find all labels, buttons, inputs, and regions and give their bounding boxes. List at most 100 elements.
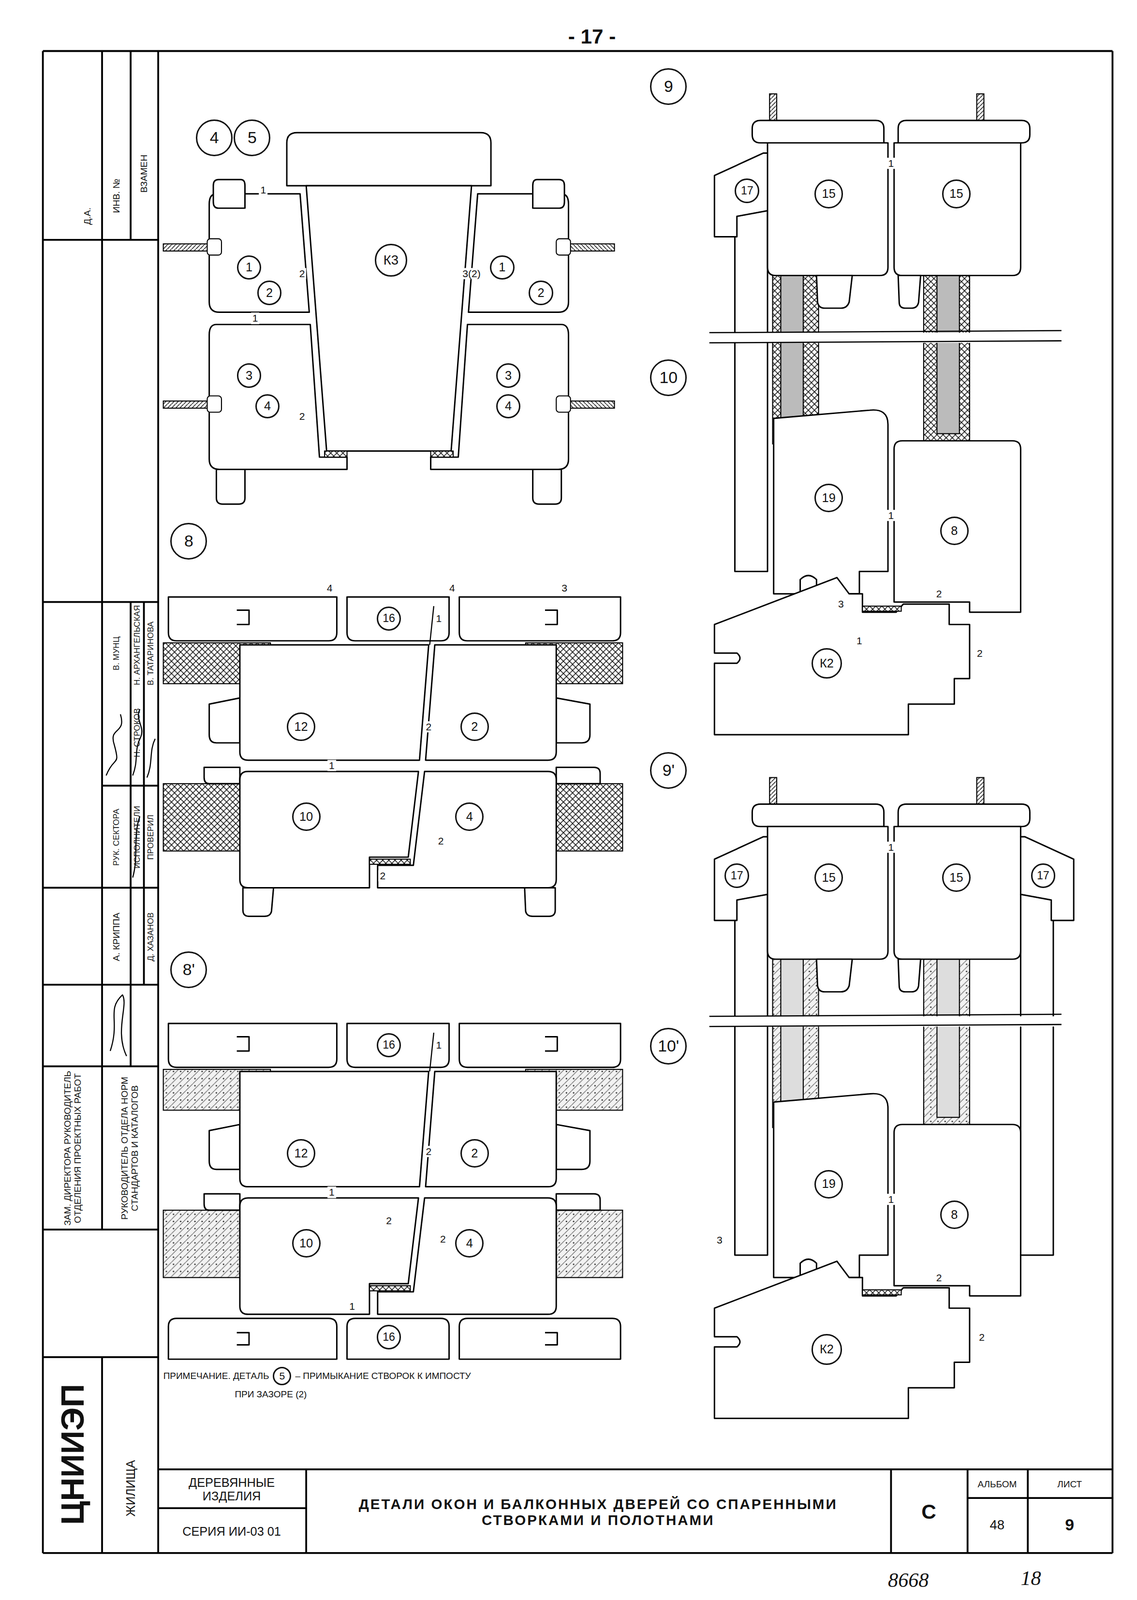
title-block-cell: С [921,1500,936,1523]
frame-line [43,1065,159,1068]
signer-name: Н. АРХАНГЕЛЬСКАЯ [132,605,142,686]
part-number-text: 19 [822,1177,836,1190]
title-block-cell: 9 [1064,1515,1075,1535]
part-number-text: 16 [382,1331,396,1343]
sealant-strip [369,1285,411,1291]
profile-outline [209,193,310,313]
profile-outline [239,1071,429,1187]
frame-line [157,50,160,1553]
break-gap [709,332,1062,343]
dimension-label: 2 [297,410,307,423]
profile-outline [752,120,884,143]
part-number: 1 [236,255,262,281]
profile-outline [425,1071,557,1187]
page-number: - 17 - [568,25,616,48]
dimension-label: 1 [259,184,268,196]
part-number-text: 15 [949,871,963,884]
profile-outline [816,959,853,992]
dimension-label: 2 [934,1271,944,1284]
frame-line [42,50,45,1553]
frame-line [43,238,159,241]
hatched-strip [556,783,623,851]
frame-line [158,1468,1113,1471]
profile-outline [714,1261,970,1419]
part-number-text: 4 [466,810,473,823]
dimension-label: 2 [438,1233,448,1245]
profile-outline [773,1093,888,1278]
insulation-core [936,938,960,1118]
part-number: 19 [814,483,843,513]
profile-outline [377,1197,557,1315]
frame-line [101,50,104,1230]
profile-outline [734,204,768,572]
part-number: 4 [496,394,521,419]
frame-line [129,50,132,240]
part-number: 4 [455,802,484,831]
detail-number: 9 [649,68,687,105]
break-line [709,1024,1062,1027]
profile-outline [1012,836,1075,921]
profile-outline [556,1124,591,1170]
detail-8 [163,1023,623,1359]
profile-outline [898,959,921,992]
insulation-core [936,254,960,434]
break-gap [709,1016,1062,1027]
part-number: 16 [376,606,402,632]
organisation-name: ЖИЛИЩА [123,1459,138,1517]
signer-role: ПРОВЕРИЛ [146,814,156,860]
sealant-strip [430,450,454,458]
frame-left [714,836,776,1256]
part-number-text: 8 [184,532,194,550]
signature [110,994,127,1057]
frame-line [1111,50,1114,1553]
profile-outline [468,193,569,313]
part-number-text: 17 [730,870,744,882]
frame-line [967,1496,1113,1499]
profile-outline [286,132,491,186]
part-number-text: 4 [264,399,271,413]
detail-number: 10' [649,1027,687,1065]
profile-outline [545,1036,558,1051]
signer-name: Д. ХАЗАНОВ [146,912,156,962]
part-number: 15 [814,179,843,208]
profile-outline [347,1318,450,1359]
note-text: ПРИМЕЧАНИЕ. ДЕТАЛЬ [163,1370,270,1381]
detail-number: 5 [233,119,271,157]
dimension-label: 3 [836,598,846,611]
part-number-text: К2 [819,1343,834,1356]
title-block-cell: СЕРИЯ ИИ-03 01 [160,1523,303,1538]
part-number-text: 8 [950,1208,958,1221]
part-number: 10 [292,1228,321,1258]
dimension-label: 1 [886,841,896,854]
dimension-label: 4 [325,582,335,594]
part-number-text: 10' [657,1037,680,1055]
dimension-label: 2 [297,267,307,280]
part-number-text: К3 [383,253,399,267]
part-number: 17 [724,863,750,888]
frame-line [143,602,146,985]
sealant-strip [369,858,411,865]
profile-outline [532,469,562,504]
sealant-strip [862,1289,901,1296]
dimension-label: 2 [436,835,446,847]
detail-number: 8' [170,951,207,989]
profile-outline [347,596,450,641]
detail-number: 10 [649,359,687,397]
frame-line [43,1228,159,1231]
stamp-cell: Д.А. [82,207,93,225]
profile-outline [209,1124,240,1170]
stamp-cell: ИНВ. № [111,178,122,214]
handwritten-number: 8668 [887,1568,929,1592]
signer-role: ЗАМ. ДИРЕКТОРА РУКОВОДИТЕЛЬ ОТДЕЛЕНИЯ ПР… [62,1069,84,1228]
part-number: 15 [942,179,971,208]
part-number-text: 17 [1036,870,1050,882]
frame-left [714,152,776,572]
signer-name: В. ТАТАРИНОВА [146,621,156,686]
dimension-label: 4 [447,582,457,594]
dimension-label: 1 [251,312,260,325]
part-number: 8 [940,516,969,546]
profile-outline [430,324,569,470]
profile-outline [168,1318,337,1359]
